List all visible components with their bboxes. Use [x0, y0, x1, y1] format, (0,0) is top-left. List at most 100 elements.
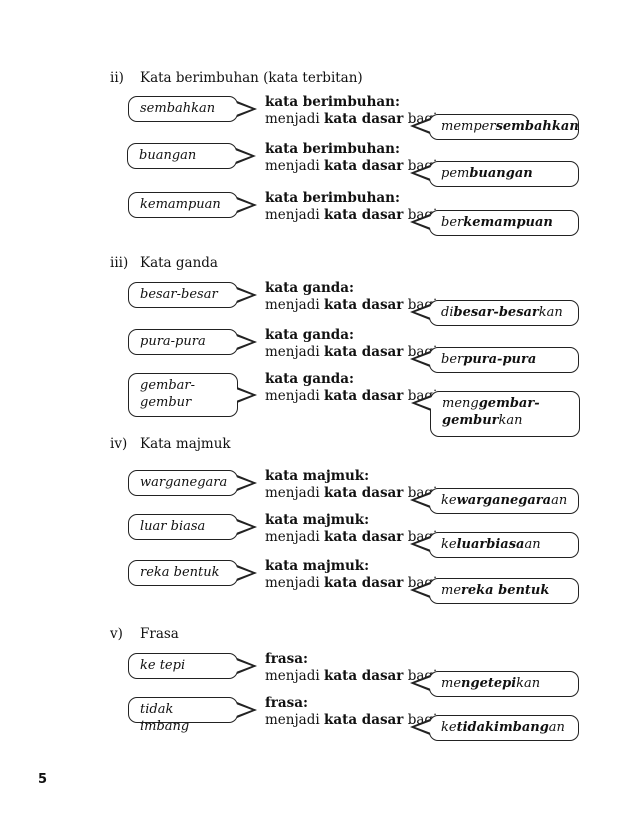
- bubble-tail-fill: [236, 521, 252, 533]
- derived-word-bubble: mereka bentuk: [429, 578, 579, 604]
- bubble-tail-fill: [415, 120, 431, 132]
- affix: an: [548, 720, 565, 735]
- transformation-text: kata berimbuhan:menjadi kata dasar bagi: [265, 190, 437, 224]
- affix: me: [441, 583, 462, 598]
- word-type-label: kata berimbuhan:: [265, 94, 400, 110]
- bubble-tail-fill: [415, 167, 431, 179]
- affix: ke: [441, 720, 457, 735]
- bubble-tail-fill: [235, 150, 251, 162]
- derived-root: buangan: [469, 166, 533, 181]
- affix: ke: [441, 493, 457, 508]
- page-number: 5: [38, 772, 48, 787]
- derived-word-bubble: mempersembahkan: [429, 114, 579, 140]
- bubble-tail-fill: [236, 289, 252, 301]
- affix: an: [551, 493, 568, 508]
- base-word: ke tepi: [140, 658, 186, 673]
- base-word-bubble: warganegara: [128, 470, 238, 496]
- affix: kan: [538, 305, 563, 320]
- section-title: Kata ganda: [140, 255, 218, 271]
- word-type-label: frasa:: [265, 695, 308, 711]
- section-title: Kata majmuk: [140, 436, 231, 452]
- word-type-label: kata ganda:: [265, 371, 354, 387]
- bubble-tail-fill: [236, 477, 252, 489]
- section-heading: v) Frasa: [110, 626, 179, 642]
- base-word-bubble: ke tepi: [128, 653, 238, 679]
- word-type-label: kata majmuk:: [265, 558, 370, 574]
- affix: ke: [441, 537, 457, 552]
- base-word-bubble: pura-pura: [128, 329, 238, 355]
- bubble-tail-fill: [415, 494, 431, 506]
- section-number: iii): [110, 255, 129, 271]
- derived-word-bubble: dibesar-besarkan: [429, 300, 579, 326]
- bubble-tail-fill: [236, 389, 252, 401]
- bubble-tail-fill: [236, 199, 252, 211]
- derived-word-bubble: keluarbiasaan: [429, 532, 579, 558]
- derived-word-bubble: berkemampuan: [429, 210, 579, 236]
- word-type-label: kata berimbuhan:: [265, 190, 400, 206]
- derived-word-bubble: mengetepikan: [429, 671, 579, 697]
- affix: an: [524, 537, 541, 552]
- derived-root: pura-pura: [463, 352, 537, 367]
- affix: di: [441, 305, 454, 320]
- derived-root: sembahkan: [495, 119, 579, 134]
- base-word: tidak imbang: [140, 702, 190, 734]
- bubble-tail-fill: [415, 216, 431, 228]
- transformation-text: kata majmuk:menjadi kata dasar bagi: [265, 512, 437, 546]
- section-title: Frasa: [140, 626, 179, 642]
- affix: ber: [441, 352, 464, 367]
- section-number: v): [110, 626, 123, 642]
- derived-root: ngetepi: [461, 676, 517, 691]
- derived-word-bubble: berpura-pura: [429, 347, 579, 373]
- derived-root: tidakimbang: [456, 720, 549, 735]
- base-word-bubble: kemampuan: [128, 192, 238, 218]
- section-heading: ii) Kata berimbuhan (kata terbitan): [110, 70, 363, 86]
- word-type-label: kata ganda:: [265, 327, 354, 343]
- affix: me: [441, 676, 462, 691]
- base-word-bubble: tidak imbang: [128, 697, 238, 734]
- section-number: iv): [110, 436, 128, 452]
- bubble-tail-fill: [236, 336, 252, 348]
- base-word-bubble: luar biasa: [128, 514, 238, 540]
- transformation-text: kata majmuk:menjadi kata dasar bagi: [265, 468, 437, 502]
- affix: pem: [441, 166, 470, 181]
- base-word: pura-pura: [140, 334, 206, 349]
- base-word: reka bentuk: [140, 565, 220, 580]
- base-word-bubble: sembahkan: [128, 96, 238, 122]
- bubble-tail-fill: [236, 103, 252, 115]
- base-word: gembar-gembur: [140, 378, 196, 410]
- derived-word-bubble: kewarganegaraan: [429, 488, 579, 514]
- word-type-label: kata majmuk:: [265, 468, 370, 484]
- derived-word-bubble: ketidakimbangan: [429, 715, 579, 741]
- base-word: kemampuan: [140, 197, 221, 212]
- base-word: buangan: [139, 148, 197, 163]
- section-title: Kata berimbuhan (kata terbitan): [140, 70, 363, 86]
- base-word: luar biasa: [140, 519, 206, 534]
- section-heading: iv) Kata majmuk: [110, 436, 231, 452]
- word-type-label: kata ganda:: [265, 280, 354, 296]
- affix: kan: [516, 676, 541, 691]
- bubble-tail-fill: [415, 306, 431, 318]
- base-word-bubble: gembar-gembur: [128, 373, 238, 417]
- bubble-tail-fill: [415, 584, 431, 596]
- bubble-tail-fill: [236, 660, 252, 672]
- section-number: ii): [110, 70, 124, 86]
- base-word-bubble: reka bentuk: [128, 560, 238, 586]
- derived-word-bubble: menggembar-gemburkan: [430, 391, 580, 437]
- bubble-tail-fill: [416, 397, 432, 409]
- base-word: warganegara: [140, 475, 228, 490]
- derived-root: gembar-gembur: [442, 396, 540, 428]
- derived-root: besar-besar: [453, 305, 539, 320]
- derived-root: kemampuan: [463, 215, 553, 230]
- transformation-text: kata ganda:menjadi kata dasar bagi: [265, 327, 437, 361]
- derived-root: warganegara: [456, 493, 552, 508]
- affix: kan: [498, 413, 523, 428]
- base-word: sembahkan: [140, 101, 216, 116]
- bubble-tail-fill: [236, 704, 252, 716]
- affix: meng: [442, 396, 479, 411]
- word-type-label: frasa:: [265, 651, 308, 667]
- kata-dasar-line: menjadi kata dasar bagi: [265, 111, 438, 127]
- bubble-tail-fill: [415, 353, 431, 365]
- derived-word-bubble: pembuangan: [429, 161, 579, 187]
- affix: memper: [441, 119, 496, 134]
- kata-dasar-line: menjadi kata dasar bagi: [265, 485, 438, 501]
